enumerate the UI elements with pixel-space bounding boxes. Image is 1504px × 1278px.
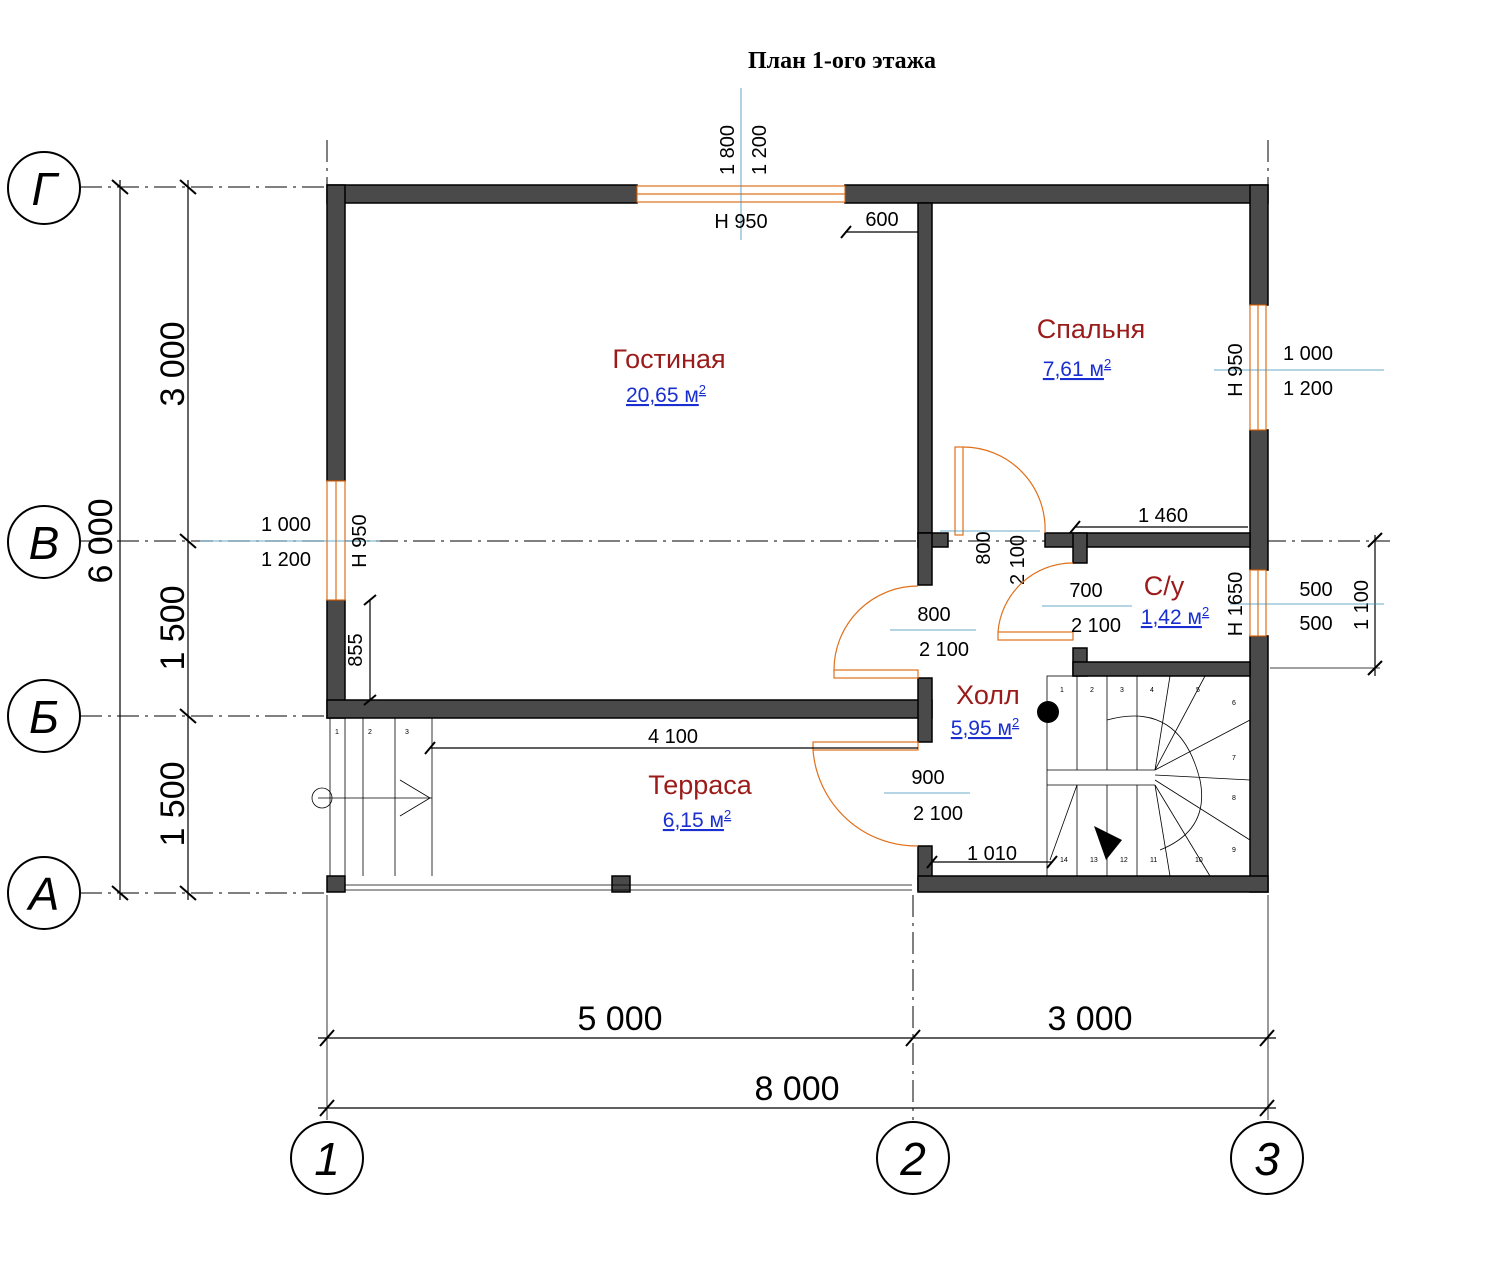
- walls: [326, 184, 1269, 893]
- svg-text:8: 8: [1232, 795, 1236, 802]
- svg-text:4 100: 4 100: [648, 726, 698, 748]
- svg-text:Н 950: Н 950: [1225, 343, 1247, 396]
- svg-text:А: А: [26, 868, 60, 920]
- svg-text:Г: Г: [31, 163, 59, 215]
- window-wc: 500 500 Н 1650: [1225, 569, 1384, 637]
- svg-text:3: 3: [1254, 1133, 1280, 1185]
- svg-text:10: 10: [1195, 857, 1203, 864]
- axis-bubble-1: 1: [290, 1121, 364, 1195]
- bottom-dimensions: 5 000 3 000 8 000: [318, 1000, 1276, 1117]
- svg-text:2 100: 2 100: [1007, 535, 1029, 585]
- svg-text:1 010: 1 010: [967, 843, 1017, 865]
- svg-text:5,95 м2: 5,95 м2: [951, 715, 1019, 740]
- svg-text:5 000: 5 000: [577, 1000, 662, 1038]
- svg-text:2 100: 2 100: [919, 639, 969, 661]
- room-living: Гостиная 20,65 м2: [612, 344, 725, 407]
- svg-text:Терраса: Терраса: [648, 770, 753, 800]
- svg-text:855: 855: [345, 633, 367, 666]
- left-dimensions: 6 000 3 000 1 500 1 500: [82, 179, 197, 901]
- svg-text:1 000: 1 000: [1283, 343, 1333, 365]
- svg-text:500: 500: [1299, 613, 1332, 635]
- svg-text:3 000: 3 000: [154, 321, 192, 406]
- terrace-steps: 1 2 3: [311, 718, 433, 876]
- svg-text:14: 14: [1060, 857, 1068, 864]
- svg-text:Холл: Холл: [956, 680, 1020, 710]
- door-terrace: 900 2 100: [812, 741, 970, 847]
- svg-text:Н 950: Н 950: [349, 514, 371, 567]
- svg-text:12: 12: [1120, 857, 1128, 864]
- window-bedroom: 1 000 1 200 Н 950: [1214, 304, 1384, 431]
- svg-text:Спальня: Спальня: [1037, 314, 1146, 344]
- axis-bubble-v: В: [7, 505, 81, 579]
- svg-text:5: 5: [1196, 687, 1200, 694]
- svg-text:1 200: 1 200: [1283, 378, 1333, 400]
- svg-text:1,42 м2: 1,42 м2: [1141, 604, 1209, 629]
- svg-text:1 200: 1 200: [261, 549, 311, 571]
- svg-text:800: 800: [917, 604, 950, 626]
- svg-text:Гостиная: Гостиная: [612, 344, 725, 374]
- svg-text:1 100: 1 100: [1351, 580, 1373, 630]
- room-terrace: Терраса 6,15 м2: [648, 770, 753, 832]
- svg-text:6,15 м2: 6,15 м2: [663, 807, 731, 832]
- right-dimension: 1 100: [1270, 532, 1383, 676]
- svg-text:1 800: 1 800: [717, 125, 739, 175]
- vertical-axes: [326, 140, 1269, 1120]
- axis-bubble-b: Б: [7, 679, 81, 753]
- svg-text:13: 13: [1090, 857, 1098, 864]
- svg-text:2 100: 2 100: [913, 803, 963, 825]
- svg-text:900: 900: [911, 767, 944, 789]
- svg-text:20,65 м2: 20,65 м2: [626, 382, 706, 407]
- svg-text:В: В: [29, 517, 60, 569]
- svg-text:2: 2: [1090, 687, 1094, 694]
- svg-text:7: 7: [1232, 755, 1236, 762]
- svg-text:2 100: 2 100: [1071, 615, 1121, 637]
- svg-text:500: 500: [1299, 579, 1332, 601]
- svg-text:1 000: 1 000: [261, 514, 311, 536]
- svg-text:11: 11: [1150, 857, 1157, 864]
- door-bedroom: 800 2 100: [940, 446, 1046, 585]
- svg-text:2: 2: [899, 1133, 926, 1185]
- staircase: 1 2 3 4 5 6 7 8 9 10 11 12 13 14: [1037, 675, 1251, 877]
- window-top: 1 800 1 200 Н 950: [636, 88, 846, 240]
- svg-text:6: 6: [1232, 700, 1236, 707]
- room-wc: С/у 1,42 м2: [1141, 571, 1209, 629]
- axis-bubble-g: Г: [7, 151, 81, 225]
- stair-arrow-icon: [1094, 826, 1122, 860]
- svg-text:600: 600: [865, 209, 898, 231]
- door-wc: 700 2 100: [997, 562, 1132, 641]
- svg-text:1 500: 1 500: [154, 585, 192, 670]
- stair-start-dot: [1037, 701, 1059, 723]
- room-hall: Холл 5,95 м2: [951, 680, 1020, 740]
- room-bedroom: Спальня 7,61 м2: [1037, 314, 1146, 381]
- axis-bubble-a: А: [7, 856, 81, 930]
- svg-text:3: 3: [405, 729, 409, 736]
- svg-text:800: 800: [973, 531, 995, 564]
- svg-text:6 000: 6 000: [82, 498, 120, 583]
- svg-text:С/у: С/у: [1144, 571, 1185, 601]
- svg-text:3 000: 3 000: [1047, 1000, 1132, 1038]
- door-living: 800 2 100: [833, 585, 976, 679]
- interior-dimensions: 600 855 1 460 4 100 1 010: [345, 209, 1248, 869]
- svg-text:Н 1650: Н 1650: [1225, 572, 1247, 637]
- svg-text:8 000: 8 000: [754, 1070, 839, 1108]
- svg-text:Н 950: Н 950: [714, 211, 767, 233]
- svg-text:1: 1: [314, 1133, 340, 1185]
- plan-title: План 1-ого этажа: [748, 48, 936, 74]
- svg-text:1: 1: [1060, 687, 1064, 694]
- svg-text:7,61 м2: 7,61 м2: [1043, 356, 1111, 381]
- window-living-left: 1 000 1 200 Н 950: [200, 480, 380, 601]
- svg-text:Б: Б: [29, 691, 59, 743]
- svg-text:3: 3: [1120, 687, 1124, 694]
- axis-bubble-3: 3: [1230, 1121, 1304, 1195]
- svg-text:1 460: 1 460: [1138, 505, 1188, 527]
- axis-bubble-2: 2: [876, 1121, 950, 1195]
- svg-text:1 200: 1 200: [749, 125, 771, 175]
- svg-text:4: 4: [1150, 687, 1154, 694]
- svg-text:700: 700: [1069, 580, 1102, 602]
- svg-text:9: 9: [1232, 847, 1236, 854]
- svg-text:1: 1: [335, 729, 339, 736]
- svg-text:1 500: 1 500: [154, 761, 192, 846]
- svg-text:2: 2: [368, 729, 372, 736]
